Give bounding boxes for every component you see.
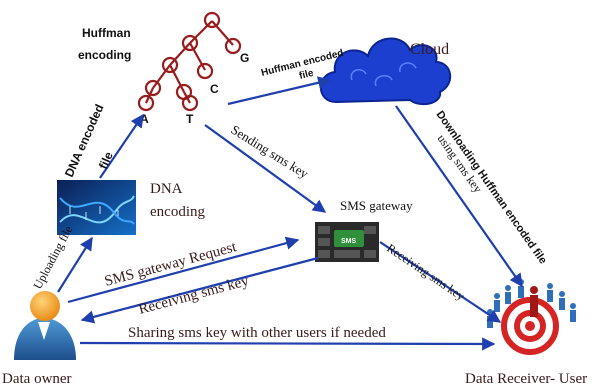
data-owner-avatar (14, 291, 76, 360)
edge-label-huffman-to-cloud-line2: file (298, 68, 315, 82)
sms-gateway-icon (315, 222, 379, 262)
arrow-huffman-to-cloud (227, 76, 332, 106)
tree-leaf-g: G (240, 51, 249, 65)
edge-label-owner-to-dna: Uploading file (30, 223, 75, 291)
cloud-icon (320, 37, 451, 106)
edge-label-owner-to-receiver: Sharing sms key with other users if need… (128, 325, 386, 341)
huffman-tree (137, 11, 242, 112)
arrow-huffman-to-sms (204, 124, 327, 213)
arrow-owner-to-sms (67, 236, 300, 304)
sms-gateway-label: SMS gateway (340, 198, 413, 213)
arrow-cloud-to-receiver (395, 105, 523, 288)
dna-label-line1: DNA (150, 181, 183, 197)
huffman-label-line2: encoding (78, 48, 131, 62)
tree-leaf-a: A (140, 112, 149, 126)
tree-leaf-c: C (210, 82, 219, 96)
arrow-sms-to-receiver (379, 241, 502, 323)
arrow-dna-to-huffman (99, 113, 144, 179)
dna-label-line2: encoding (150, 204, 205, 220)
edge-label-dna-to-huffman-line2: file (96, 149, 116, 171)
dna-image (57, 180, 136, 235)
arrow-sms-to-owner (80, 256, 319, 324)
arrow-owner-to-dna (57, 236, 93, 293)
data-owner-label: Data owner (2, 371, 72, 387)
sms-key-text: SMS (341, 238, 357, 245)
huffman-label-line1: Huffman (82, 26, 131, 40)
data-receiver-icon (487, 279, 576, 355)
arrow-owner-to-receiver (79, 337, 496, 351)
cloud-label: Cloud (410, 41, 449, 58)
tree-leaf-t: T (186, 112, 194, 126)
data-receiver-label: Data Receiver- User (465, 371, 587, 387)
edge-label-sms-to-receiver: Receiving sms key (384, 241, 467, 303)
